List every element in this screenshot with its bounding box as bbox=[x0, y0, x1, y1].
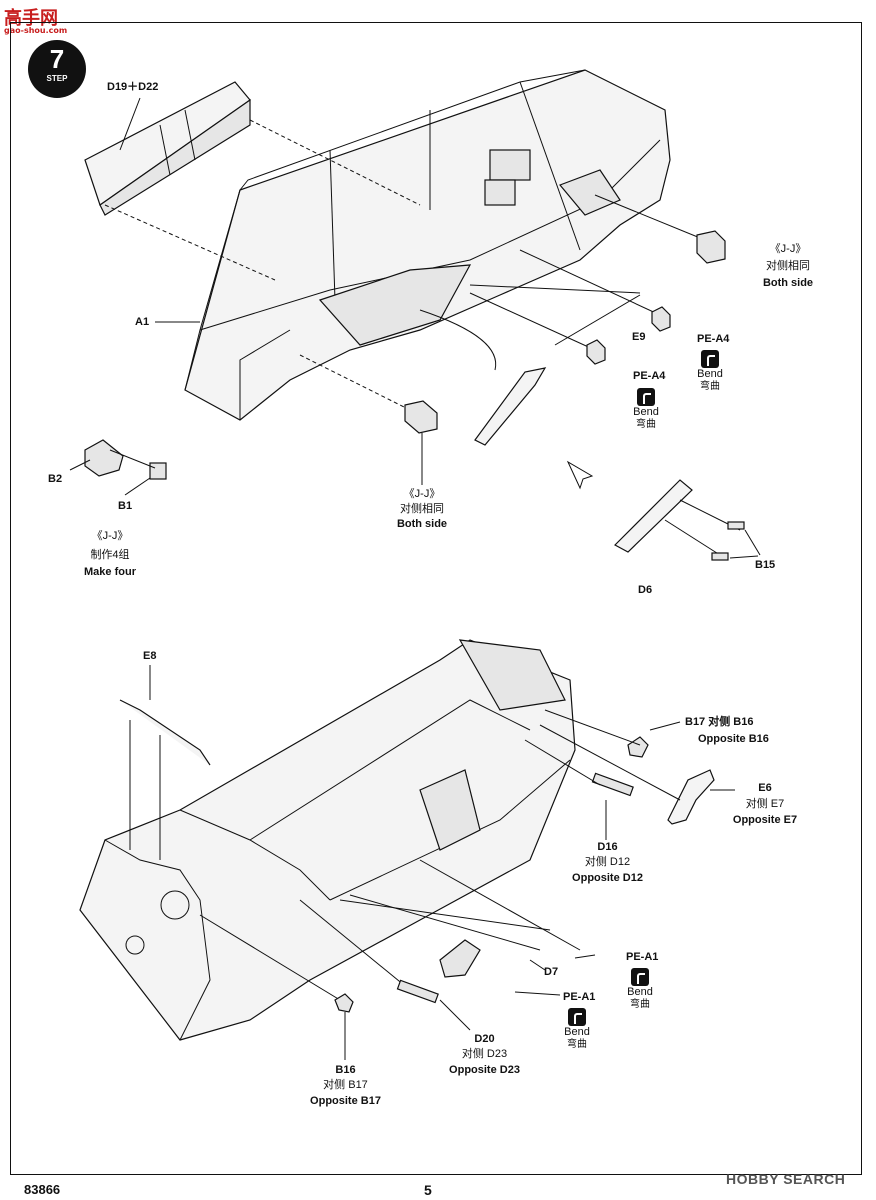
label-e6: E6 bbox=[758, 782, 772, 794]
label-a1: A1 bbox=[135, 316, 150, 328]
bend-en: Bend bbox=[564, 1026, 590, 1038]
label-jj-top: 《J-J》 bbox=[769, 243, 807, 255]
bend-en: Bend bbox=[633, 406, 659, 418]
watermark: HOBBY SEARCH bbox=[726, 1171, 846, 1187]
label-e7-cn: 对侧 E7 bbox=[745, 798, 785, 810]
label-opposite-d12: Opposite D12 bbox=[572, 872, 643, 884]
label-opposite-same-mid: 对侧相同 bbox=[400, 503, 444, 515]
lower-hull-drawing bbox=[79, 639, 576, 1041]
bar-e8-drawing bbox=[119, 699, 211, 766]
label-d16: D16 bbox=[597, 841, 618, 853]
panel-d19-d22-drawing bbox=[84, 81, 421, 281]
pin-b15-a-drawing bbox=[727, 521, 745, 530]
upper-hull-drawing bbox=[184, 69, 671, 421]
label-jj-mid: 《J-J》 bbox=[403, 488, 441, 500]
label-b15: B15 bbox=[755, 559, 776, 571]
label-jj-left: 《J-J》 bbox=[91, 530, 129, 542]
bend-icon bbox=[631, 968, 649, 986]
label-opposite-b16: Opposite B16 bbox=[698, 733, 769, 745]
pin-b15-b-drawing bbox=[711, 552, 729, 561]
part-d20-drawing bbox=[396, 979, 439, 1004]
plate-middle-drawing bbox=[474, 367, 547, 446]
label-e9: E9 bbox=[632, 331, 646, 343]
label-make-four: Make four bbox=[84, 566, 136, 578]
label-d6: D6 bbox=[638, 584, 653, 596]
part-pe-a4-left-drawing bbox=[586, 339, 606, 365]
bend-cn: 弯曲 bbox=[636, 419, 656, 430]
label-make-four-cn: 制作4组 bbox=[90, 549, 130, 561]
label-pe-a4-right: PE-A4 bbox=[697, 333, 730, 345]
site-logo-text: 高手网 bbox=[4, 8, 58, 29]
label-b17-cn: 对侧 B17 bbox=[323, 1079, 368, 1091]
step-word: STEP bbox=[46, 74, 68, 83]
label-opposite-d23: Opposite D23 bbox=[449, 1064, 520, 1076]
label-d20: D20 bbox=[474, 1033, 495, 1045]
label-pe-a1-left: PE-A1 bbox=[563, 991, 596, 1003]
product-code: 83866 bbox=[24, 1182, 61, 1197]
bend-cn: 弯曲 bbox=[567, 1039, 587, 1050]
label-opposite-same-top: 对侧相同 bbox=[766, 260, 810, 272]
label-pe-a4-left: PE-A4 bbox=[633, 370, 666, 382]
label-b17-b16-cn: B17 对侧 B16 bbox=[685, 716, 754, 728]
label-pe-a1-right: PE-A1 bbox=[626, 951, 659, 963]
part-b17-drawing bbox=[627, 736, 649, 758]
label-opposite-e7: Opposite E7 bbox=[732, 814, 798, 826]
step-badge: 7 STEP bbox=[28, 40, 86, 98]
part-b2-drawing bbox=[84, 439, 124, 477]
site-logo: 高手网 gao-shou.com bbox=[4, 4, 67, 35]
part-pe-a4-right-drawing bbox=[651, 306, 671, 332]
bend-icon bbox=[637, 388, 655, 406]
part-jj-top-drawing bbox=[696, 230, 726, 264]
label-b16: B16 bbox=[335, 1064, 356, 1076]
bend-icon-pe-a1-right: Bend 弯曲 bbox=[620, 968, 660, 1011]
site-logo-url: gao-shou.com bbox=[4, 26, 68, 35]
label-b2: B2 bbox=[48, 473, 63, 485]
plate-d6-drawing bbox=[614, 479, 693, 553]
rod-e9-drawing bbox=[469, 194, 706, 351]
bend-en: Bend bbox=[627, 986, 653, 998]
rod-d7-drawing bbox=[339, 899, 551, 931]
shovel-drawing bbox=[439, 939, 481, 978]
label-d23-cn: 对侧 D23 bbox=[461, 1048, 508, 1060]
bend-icon-pe-a4-left: Bend 弯曲 bbox=[626, 388, 666, 431]
label-d12-cn: 对侧 D12 bbox=[584, 856, 631, 868]
bend-icon bbox=[701, 350, 719, 368]
part-d16-drawing bbox=[591, 772, 634, 797]
label-opposite-b17: Opposite B17 bbox=[310, 1095, 381, 1107]
bend-icon bbox=[568, 1008, 586, 1026]
bend-icon-pe-a4-right: Bend 弯曲 bbox=[690, 350, 730, 393]
part-b1-drawing bbox=[149, 462, 167, 480]
bend-cn: 弯曲 bbox=[630, 999, 650, 1010]
step-number: 7 bbox=[49, 44, 65, 74]
label-both-side-mid: Both side bbox=[396, 518, 448, 530]
label-e8: E8 bbox=[143, 650, 157, 662]
page-number: 5 bbox=[424, 1182, 432, 1198]
arrow-indicator-icon bbox=[566, 460, 594, 490]
label-d7: D7 bbox=[544, 966, 559, 978]
bend-icon-pe-a1-left: Bend 弯曲 bbox=[557, 1008, 597, 1051]
bend-cn: 弯曲 bbox=[700, 381, 720, 392]
part-jj-mid-drawing bbox=[404, 400, 438, 434]
label-d19-d22: D19＋D22 bbox=[107, 81, 159, 93]
label-b1: B1 bbox=[118, 500, 133, 512]
label-both-side-top: Both side bbox=[762, 277, 814, 289]
bend-en: Bend bbox=[697, 368, 723, 380]
part-b16-drawing bbox=[334, 993, 354, 1013]
part-e6-drawing bbox=[667, 769, 715, 825]
instruction-frame bbox=[10, 22, 862, 1175]
